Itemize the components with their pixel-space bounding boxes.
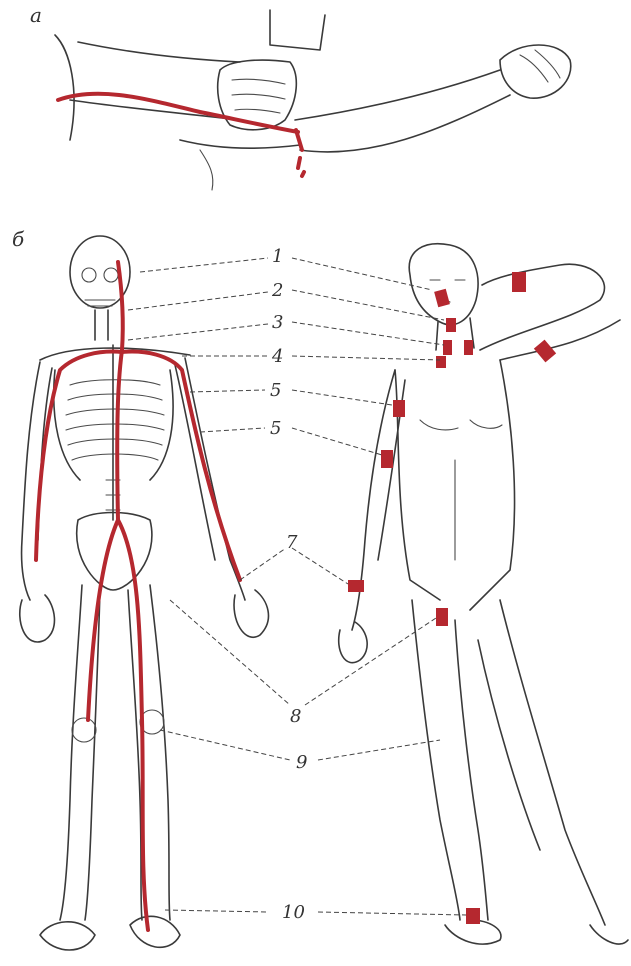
callout-10: 10: [282, 902, 305, 923]
pressure-point-axillary-raised: [512, 272, 526, 292]
panel-label-a: а: [30, 3, 42, 27]
callout-3: 3: [272, 312, 283, 333]
callout-9: 9: [296, 752, 307, 773]
femoral-left: [88, 520, 118, 720]
femoral-right: [118, 520, 148, 930]
pressure-point-dorsalis-pedis: [466, 908, 480, 924]
callout-1: 1: [272, 246, 283, 267]
bleeding-wound: [296, 130, 304, 176]
pressure-point-subclavian: [436, 356, 446, 368]
callout-labels: 1 2 3 4 5 5 7 8 9 10: [270, 246, 307, 923]
subclavian-right: [122, 352, 240, 580]
skeleton-arteries: [36, 262, 240, 930]
arm-illustration: [55, 10, 571, 190]
panel-label-b: б: [12, 227, 25, 251]
callout-8: 8: [290, 706, 301, 727]
leader-lines: [128, 258, 466, 915]
callout-7: 7: [286, 532, 298, 553]
pressure-point-axillary: [393, 400, 405, 417]
pressure-point-carotid-left: [443, 340, 452, 355]
callout-5a: 5: [270, 380, 281, 401]
pressure-point-brachial-raised: [534, 340, 556, 363]
carotid-artery: [118, 262, 123, 350]
panel-a: а: [30, 3, 571, 190]
pressure-points: [348, 272, 556, 924]
pressure-point-carotid-right: [464, 340, 473, 355]
panel-b: б: [12, 227, 628, 950]
pressure-point-brachial: [381, 450, 393, 468]
pressure-point-radial: [348, 580, 364, 592]
human-figure: [339, 244, 628, 944]
pressure-point-jaw: [446, 318, 456, 332]
callout-4: 4: [271, 346, 283, 367]
callout-5b: 5: [270, 418, 281, 439]
pressure-point-femoral: [436, 608, 448, 626]
pressure-point-temporal: [434, 289, 450, 308]
callout-2: 2: [271, 280, 283, 301]
